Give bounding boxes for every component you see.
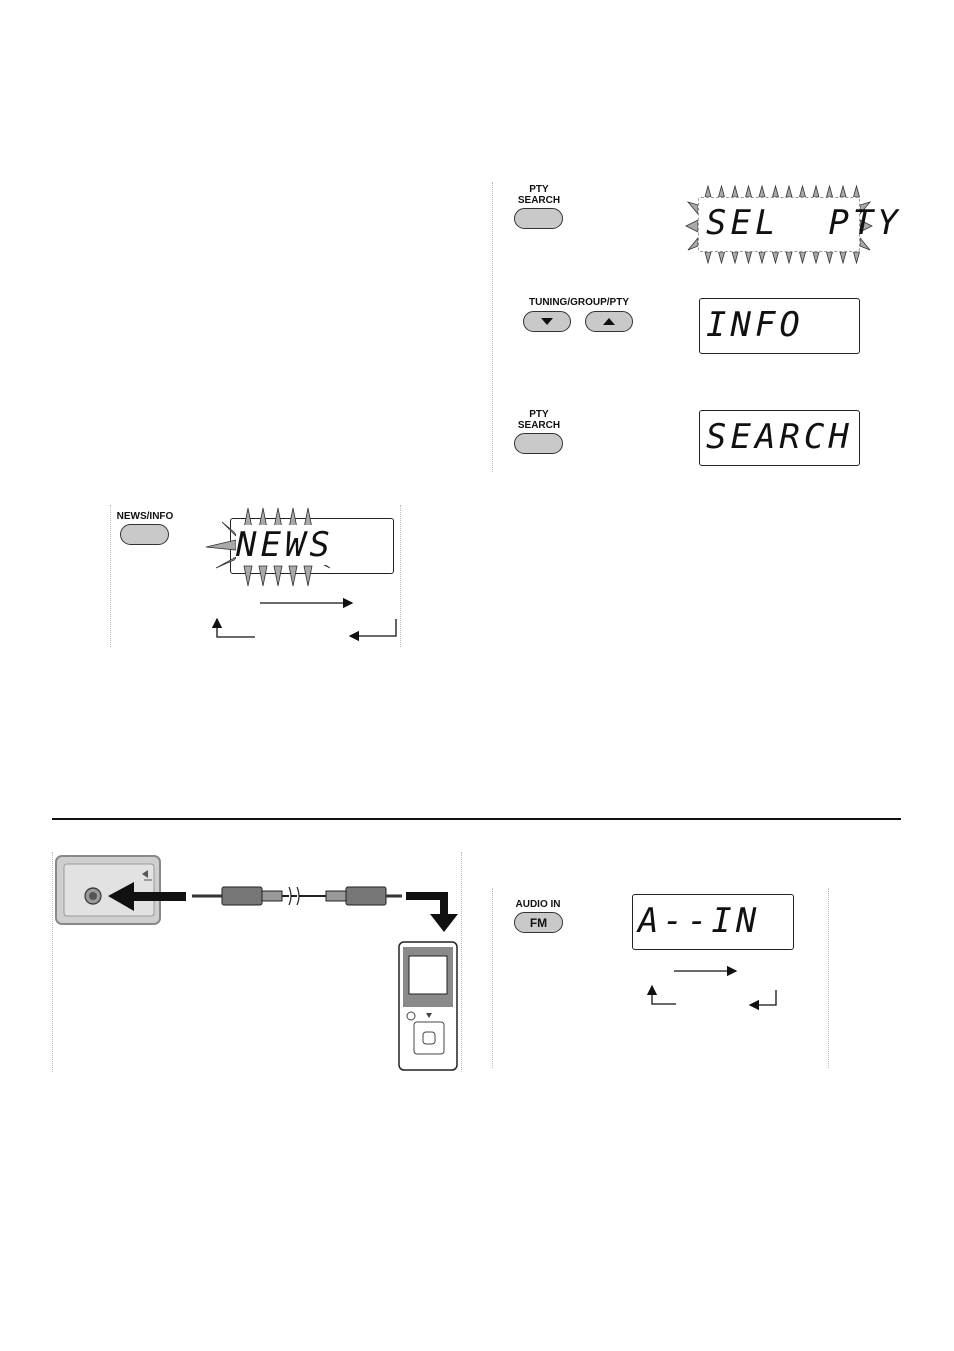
audio-cycle-arrows [0,0,954,1351]
